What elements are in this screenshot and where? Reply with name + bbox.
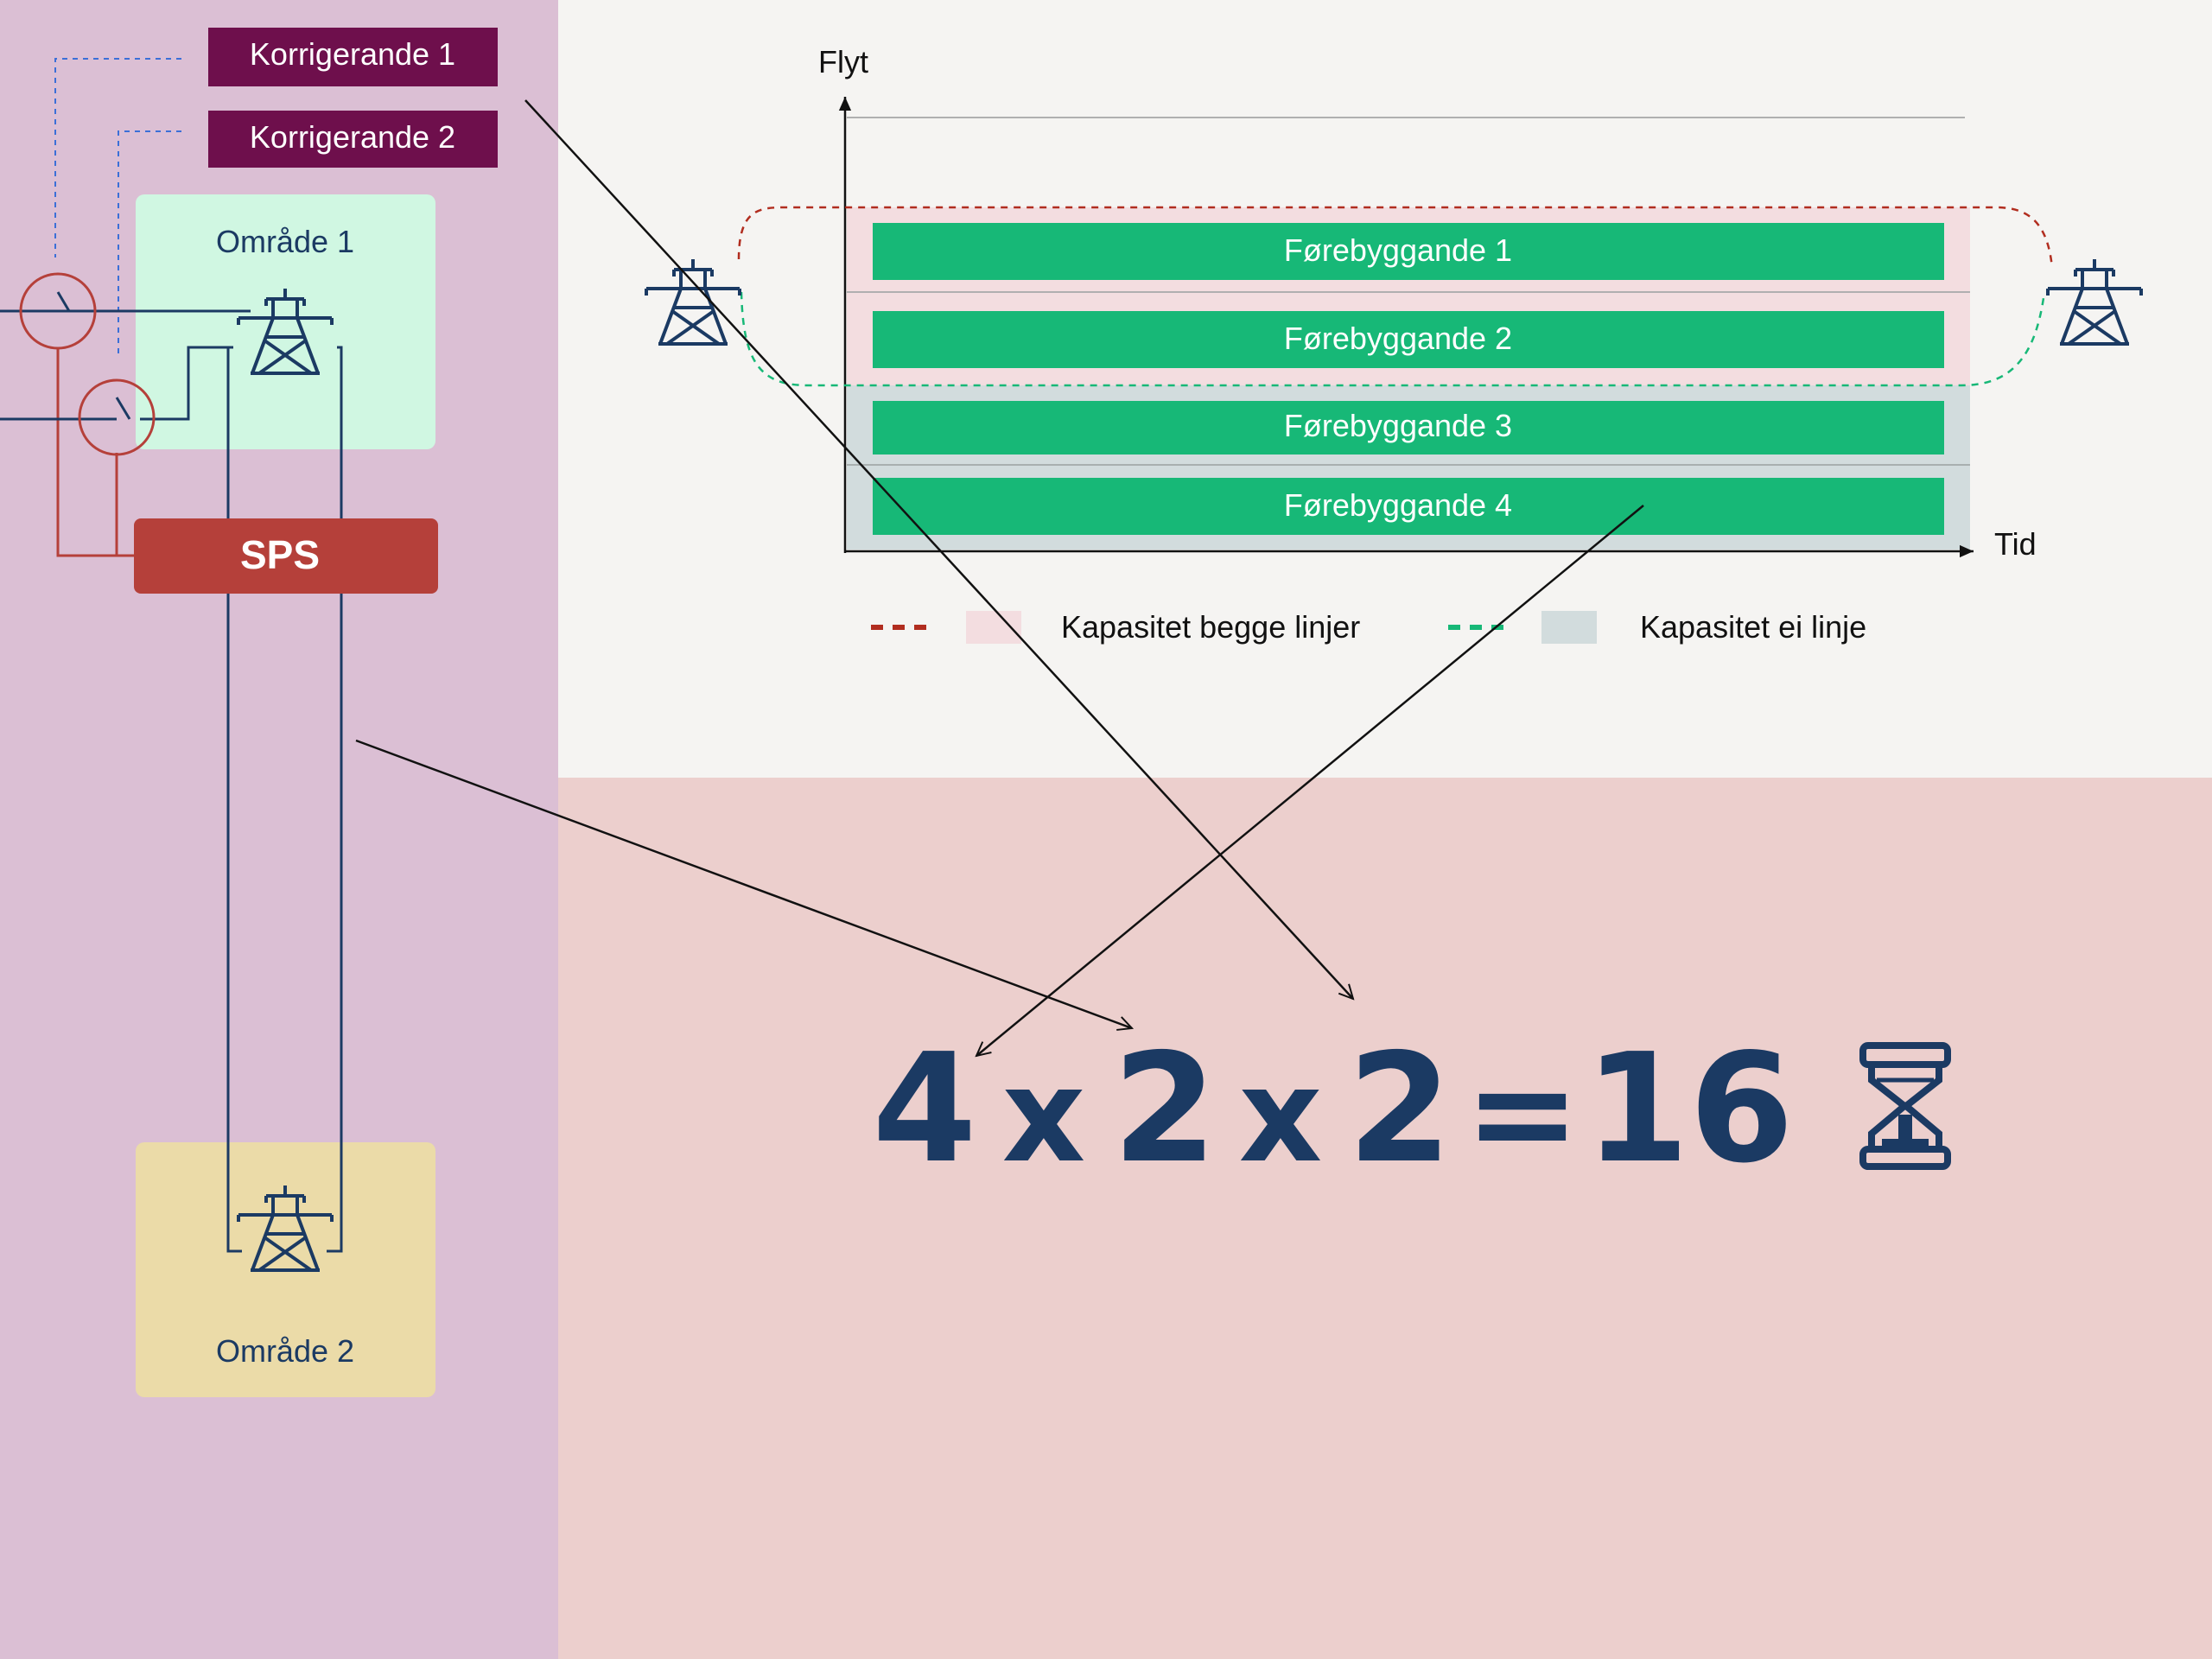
sps-button[interactable]: SPS [134, 518, 438, 594]
capacity-one-line-curve [740, 291, 2045, 387]
svg-text:Førebyggande 3: Førebyggande 3 [1284, 408, 1512, 443]
switch-icon [19, 272, 97, 350]
bar-forebyggande-1: Førebyggande 1 [873, 223, 1944, 280]
legend-both-lines-label: Kapasitet begge linjer [1061, 609, 1360, 645]
equation-panel [558, 778, 2212, 1659]
capacity-both-lines-curve [737, 206, 2054, 269]
equation-result: 16 [1585, 1021, 1794, 1197]
power-lines [0, 309, 343, 1253]
x-axis-label: Tid [1994, 526, 2037, 562]
korrigerande-links [54, 58, 181, 354]
korrigerande-1-button[interactable]: Korrigerande 1 [208, 28, 498, 86]
bar-forebyggande-2: Førebyggande 2 [873, 311, 1944, 368]
equation-factor-a: 4 [872, 1021, 976, 1197]
bar-forebyggande-4: Førebyggande 4 [873, 478, 1944, 535]
equation-equals: = [1465, 1032, 1580, 1193]
chart: Førebyggande 1 Førebyggande 2 Førebyggan… [645, 44, 2143, 645]
equation-times-1: x [1002, 1041, 1086, 1192]
pylon-icon [2046, 257, 2143, 346]
korrigerande-1-label: Korrigerande 1 [250, 36, 455, 72]
connector-arrows [355, 99, 1644, 1056]
legend-one-line-label: Kapasitet ei linje [1640, 609, 1866, 645]
equation-factor-b: 2 [1112, 1021, 1217, 1197]
area-2-label: Område 2 [216, 1333, 354, 1369]
area-1-label: Område 1 [216, 224, 354, 259]
svg-text:Førebyggande 1: Førebyggande 1 [1284, 232, 1512, 268]
korrigerande-2-label: Korrigerande 2 [250, 119, 455, 155]
y-axis-label: Flyt [818, 44, 868, 79]
svg-text:Førebyggande 2: Førebyggande 2 [1284, 321, 1512, 356]
hourglass-icon [1859, 1042, 1951, 1170]
sps-label: SPS [240, 532, 320, 577]
legend: Kapasitet begge linjer Kapasitet ei linj… [871, 609, 1866, 645]
bar-forebyggande-3: Førebyggande 3 [873, 401, 1944, 454]
equation: 4 x 2 x 2 = 16 [872, 1021, 1794, 1197]
equation-factor-c: 2 [1347, 1021, 1452, 1197]
equation-times-2: x [1239, 1041, 1323, 1192]
korrigerande-2-button[interactable]: Korrigerande 2 [208, 111, 498, 168]
pylon-icon [645, 257, 741, 346]
switch-icon [78, 378, 156, 456]
svg-text:Førebyggande 4: Førebyggande 4 [1284, 487, 1512, 523]
area-1: Område 1 [136, 194, 435, 449]
